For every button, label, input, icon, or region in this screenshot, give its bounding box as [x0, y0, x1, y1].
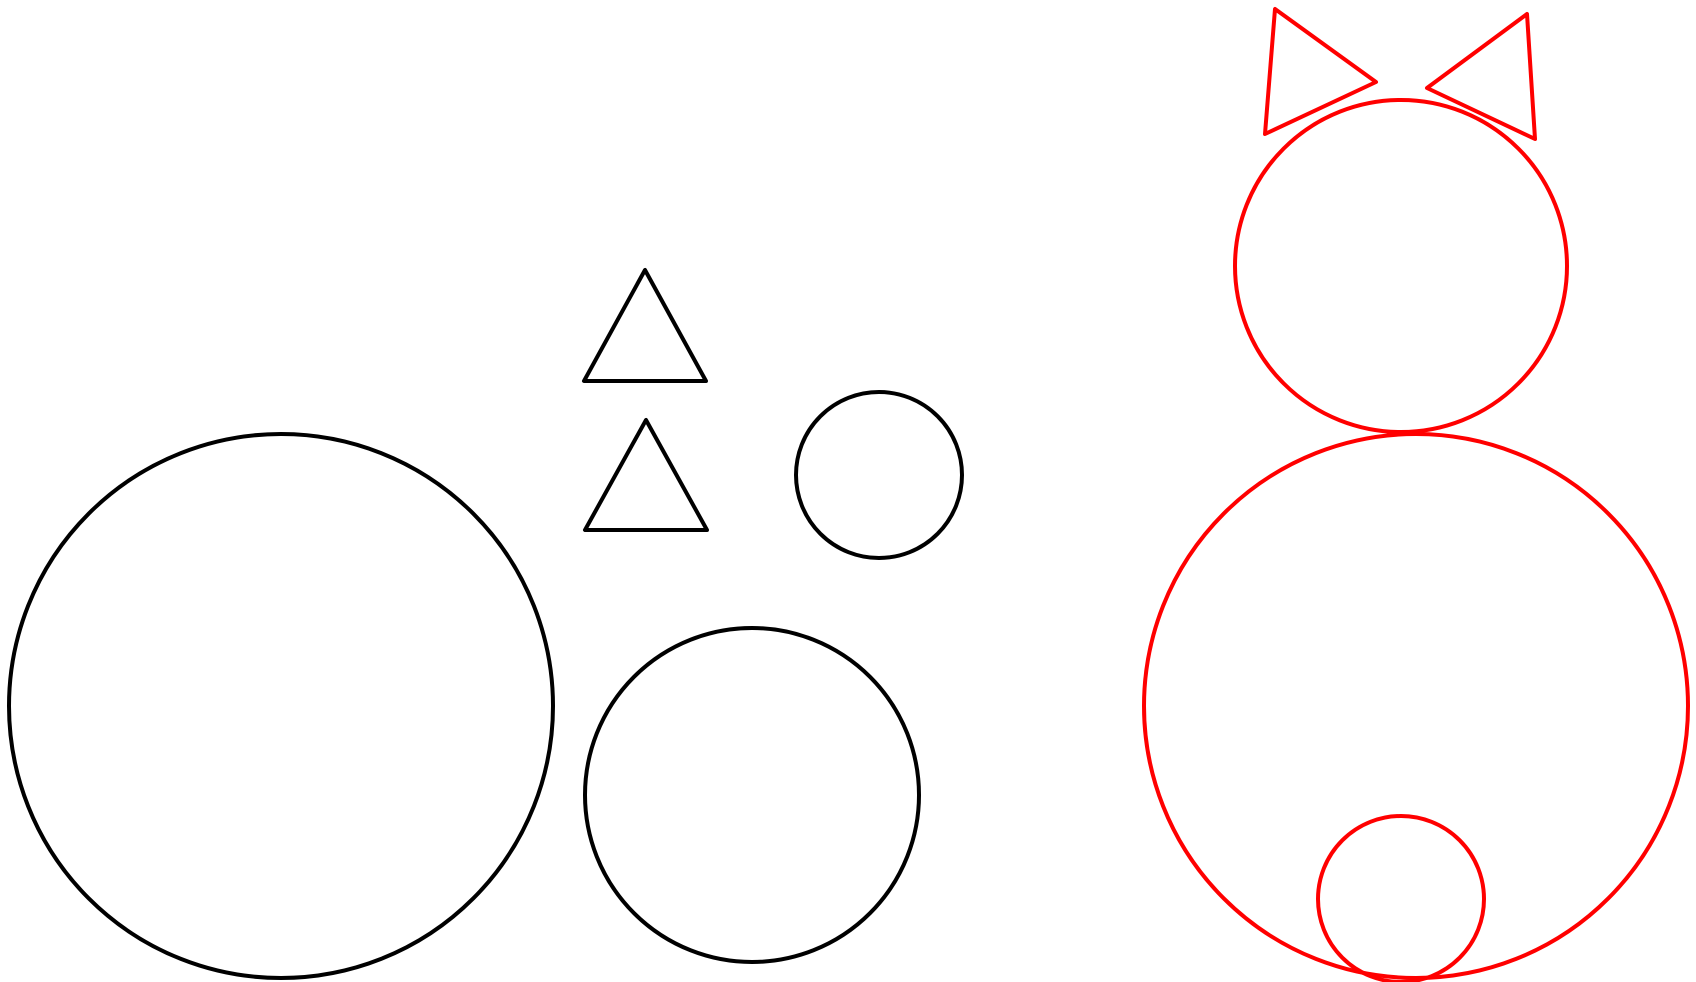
tail-circle — [1318, 816, 1484, 982]
top-triangle — [584, 270, 706, 381]
assembled-group — [1144, 9, 1688, 982]
middle-triangle — [585, 420, 707, 530]
medium-circle — [585, 628, 919, 962]
small-circle — [796, 392, 962, 558]
parts-group — [9, 270, 962, 978]
head-circle — [1235, 100, 1567, 432]
large-circle — [9, 434, 553, 978]
body-circle — [1144, 434, 1688, 978]
left-ear-triangle — [1265, 9, 1376, 134]
